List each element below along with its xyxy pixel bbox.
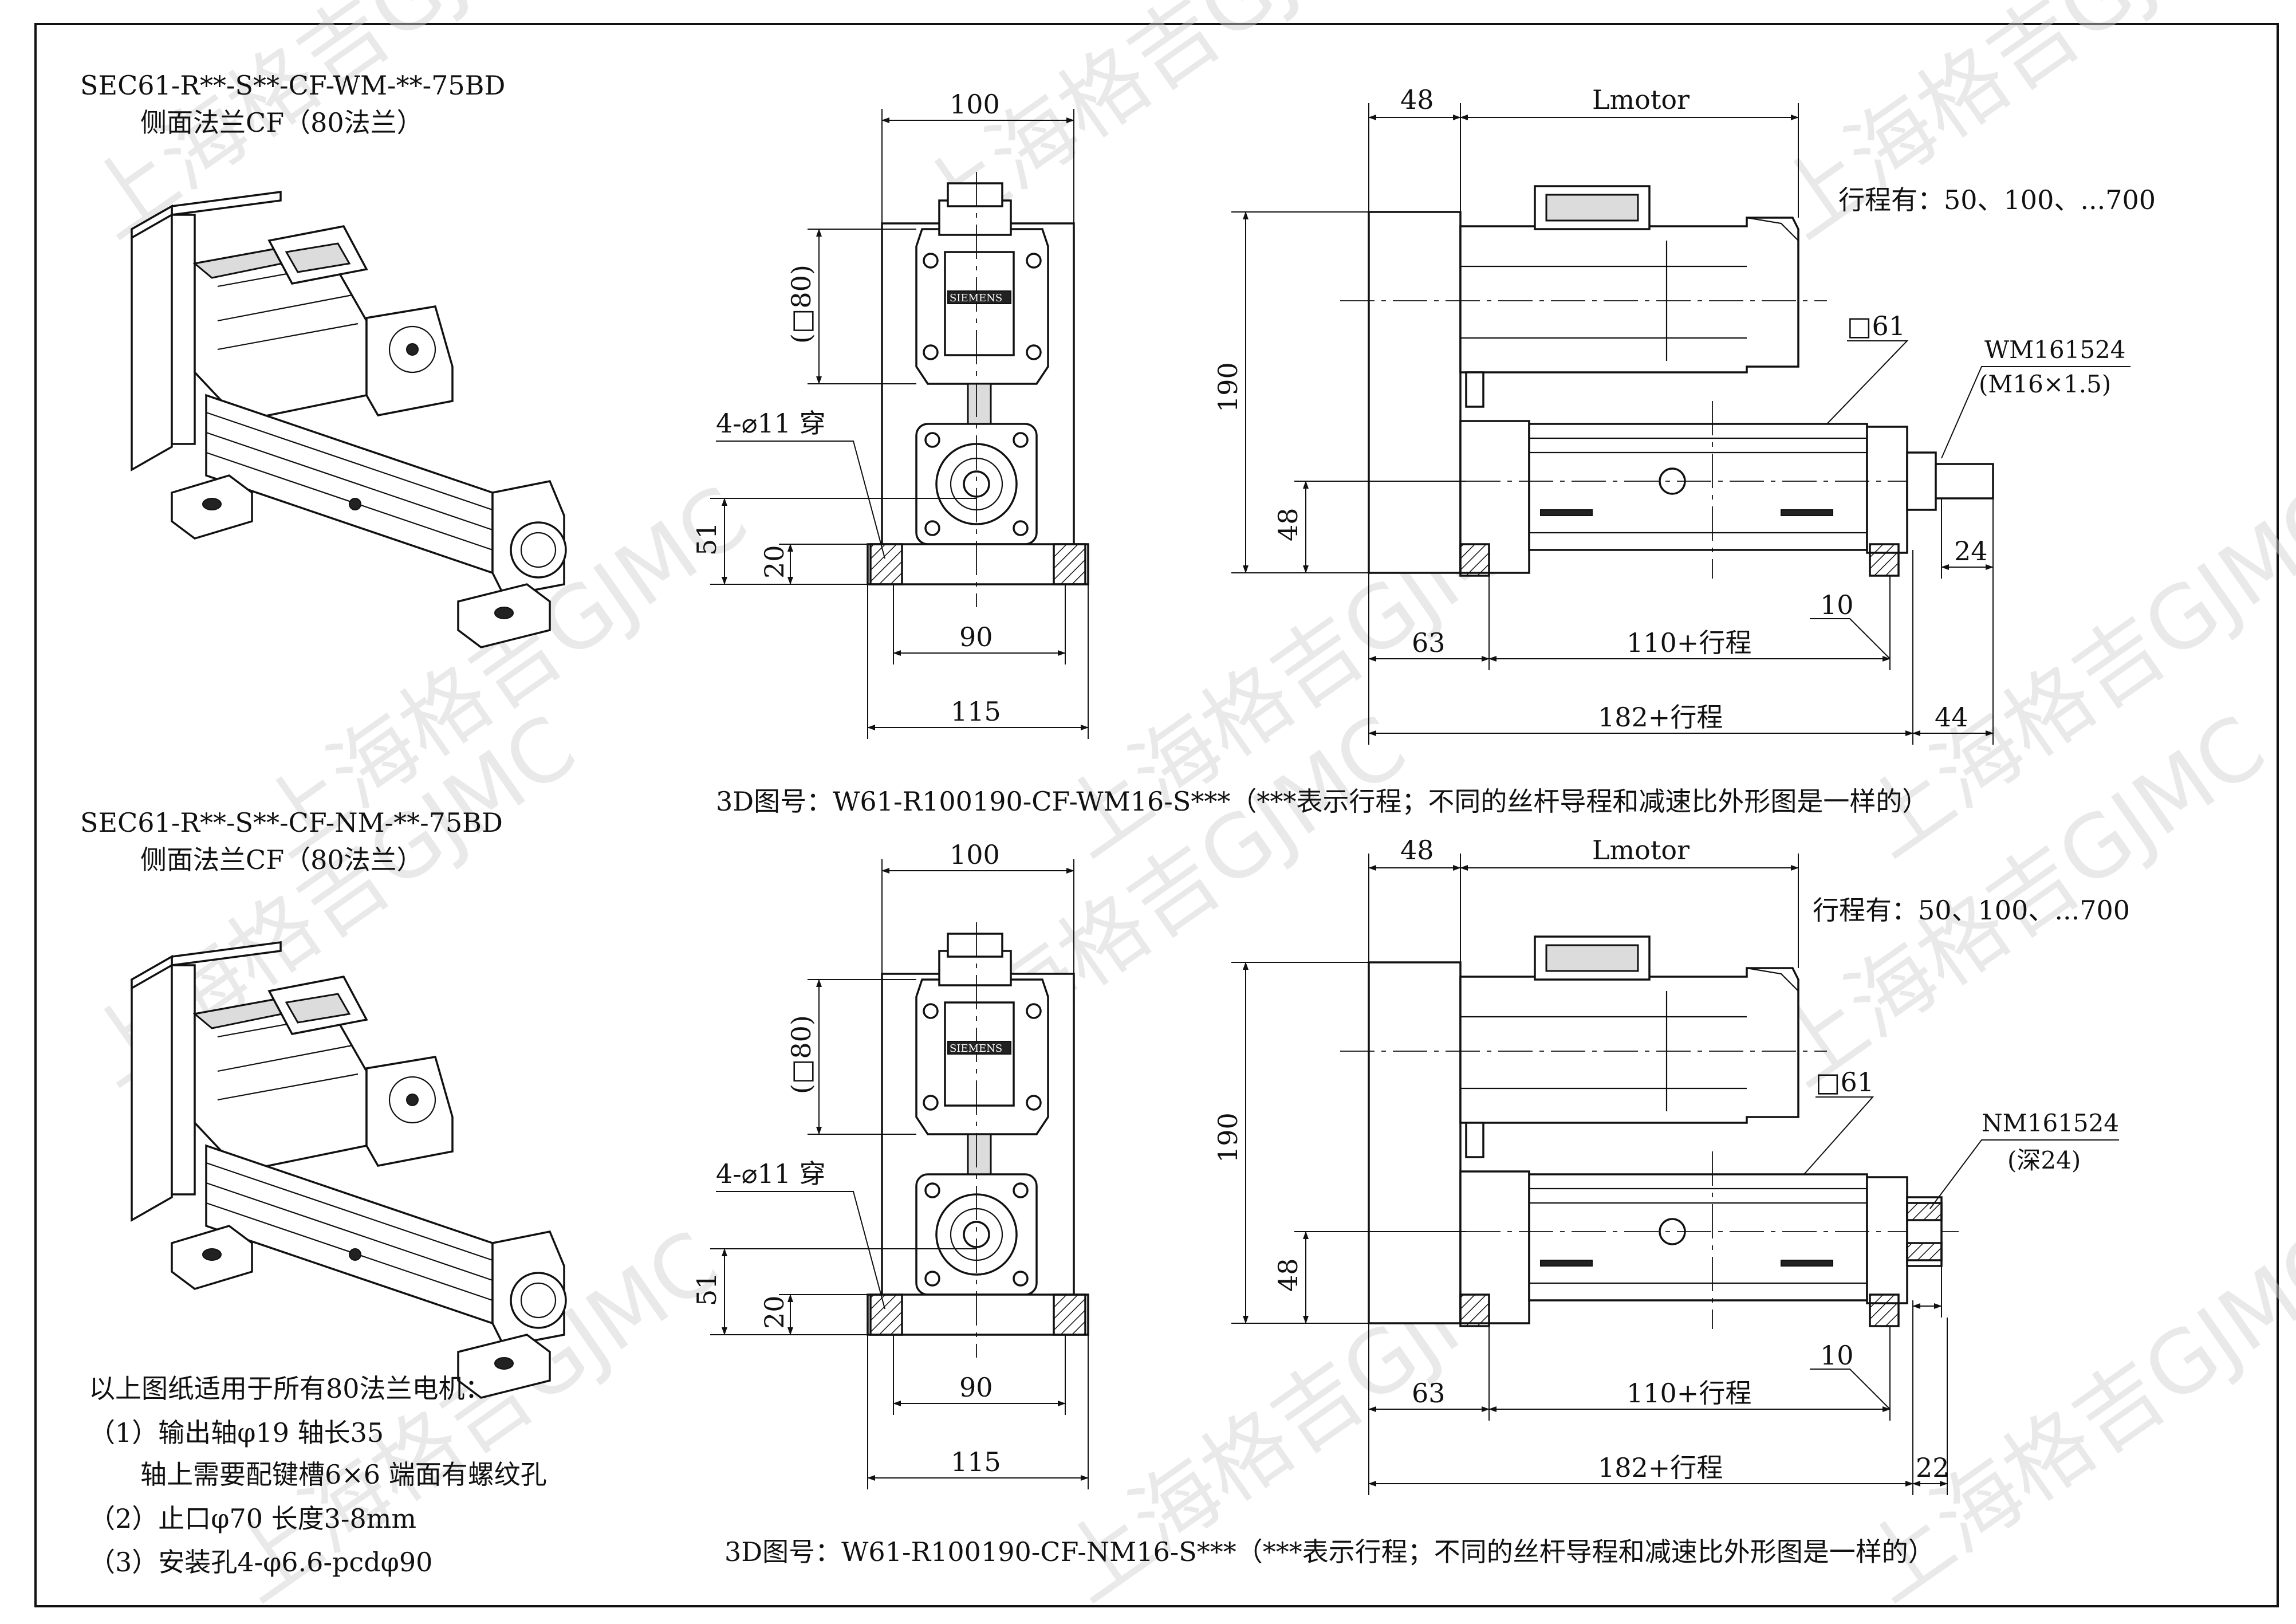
top-thread-leader [1941,366,2130,459]
top-dim-d48: 48 [1400,84,1434,115]
top-sq61-leader [1826,340,1909,424]
top-dim-h190: 190 [1212,362,1243,412]
bottom-dim-square: (□80) [786,1015,817,1094]
bottom-dim-w90: 90 [959,1372,993,1403]
bottom-dim-lmotor: Lmotor [1592,835,1689,866]
top-3d-model-note: 3D图号：W61-R100190-CF-WM16-S***（***表示行程；不同… [716,786,1928,817]
bottom-dim-front-width: 100 [950,839,1000,870]
bottom-dim-d10: 10 [1820,1340,1854,1371]
top-thread-spec: (M16×1.5) [1979,370,2111,398]
notes-title: 以上图纸适用于所有80法兰电机： [89,1373,491,1404]
top-dim-lmotor: Lmotor [1592,84,1689,115]
top-dim-h20: 20 [759,545,790,579]
bottom-dim-w115: 115 [951,1446,1001,1477]
bottom-dim-total: 182+行程 [1598,1452,1723,1483]
top-dim-w115: 115 [951,696,1001,727]
bottom-flange-label: 侧面法兰CF（80法兰） [140,844,423,875]
bottom-thread-leader [1929,1139,2119,1209]
notes-line-1b: 轴上需要配键槽6×6 端面有螺纹孔 [140,1459,547,1490]
top-dim-d10: 10 [1820,589,1854,620]
bottom-dim-end: 22 [1916,1452,1950,1483]
bottom-3d-model-note: 3D图号：W61-R100190-CF-NM16-S***（***表示行程；不同… [724,1536,1935,1567]
bottom-dim-h48: 48 [1273,1258,1303,1292]
bottom-drawings [131,854,1959,1495]
drawing-frame [34,23,2279,1607]
bottom-dim-d48: 48 [1400,835,1434,866]
bottom-dim-h51: 51 [691,1272,722,1306]
top-dim-holes: 4-⌀11 穿 [716,408,826,439]
top-rod-nut [1906,451,1937,511]
top-dim-sq61: □61 [1847,310,1905,341]
bottom-dim-h190: 190 [1212,1112,1243,1163]
bottom-dim-holes: 4-⌀11 穿 [716,1158,826,1189]
top-dim-h51: 51 [691,522,722,556]
top-dim-d63: 63 [1412,627,1446,658]
bottom-dim-sq61: □61 [1815,1067,1874,1098]
watermark-3: 上海格吉GJMC [1759,0,2283,257]
top-dim-square: (□80) [786,265,817,344]
notes-line-3: （3）安装孔4-φ6.6-pcdφ90 [89,1547,432,1578]
notes-line-2: （2）止口φ70 长度3-8mm [89,1503,416,1534]
top-strokes: 行程有：50、100、...700 [1838,184,2156,215]
top-section: SEC61-R**-S**-CF-WM-**-75BD 侧面法兰CF（80法兰）… [80,70,2156,817]
top-flange-label: 侧面法兰CF（80法兰） [140,107,423,138]
bottom-dim-h20: 20 [759,1295,790,1329]
top-model-code: SEC61-R**-S**-CF-WM-**-75BD [80,70,505,101]
top-dim-d24: 24 [1954,536,1988,567]
top-thread-code: WM161524 [1984,336,2126,364]
bottom-dim-d63: 63 [1412,1378,1446,1409]
top-dim-end: 44 [1935,702,1968,733]
bottom-sq61-leader [1803,1096,1874,1175]
notes-line-1: （1）输出轴φ19 轴长35 [89,1417,384,1448]
bottom-thread-code: NM161524 [1982,1109,2119,1137]
top-dim-stroke110: 110+行程 [1627,627,1751,658]
bottom-section: SEC61-R**-S**-CF-NM-**-75BD 侧面法兰CF（80法兰）… [80,807,2130,1567]
bottom-motor-brand: SIEMENS [950,1043,1002,1055]
bottom-strokes: 行程有：50、100、...700 [1813,895,2130,926]
top-motor-brand: SIEMENS [950,292,1002,304]
top-isometric-view [131,191,567,648]
notes-block: 以上图纸适用于所有80法兰电机： （1）输出轴φ19 轴长35 轴上需要配键槽6… [89,1373,547,1578]
top-dim-total: 182+行程 [1598,702,1723,733]
bottom-dim-stroke110: 110+行程 [1627,1378,1751,1409]
bottom-thread-spec: (深24) [2007,1146,2081,1174]
top-rod-thread [1935,463,1994,500]
bottom-model-code: SEC61-R**-S**-CF-NM-**-75BD [80,807,503,838]
top-dim-front-width: 100 [950,89,1000,120]
top-dim-h48: 48 [1273,508,1303,541]
top-dim-w90: 90 [959,622,993,652]
